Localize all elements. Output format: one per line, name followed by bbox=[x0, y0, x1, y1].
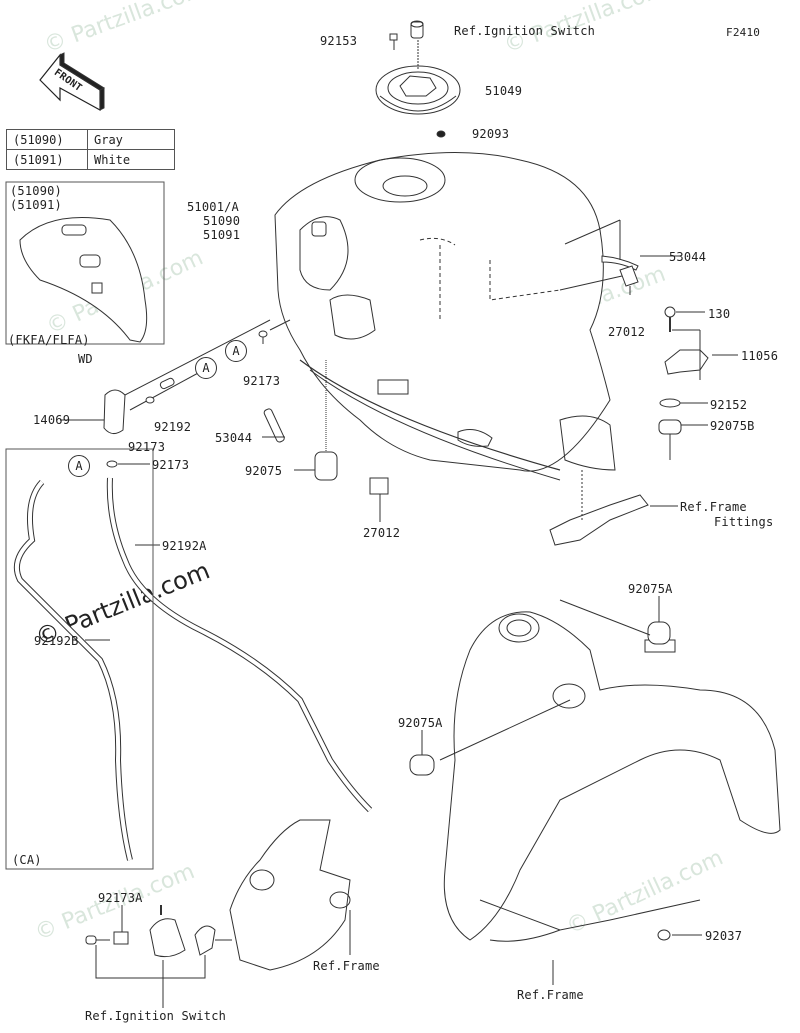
callout-ref-frame-mid[interactable]: Ref.Frame bbox=[313, 959, 380, 973]
callout-92173-top[interactable]: 92173 bbox=[243, 374, 281, 388]
callout-51090[interactable]: 51090 bbox=[203, 214, 241, 228]
connector-marker-a: A bbox=[68, 455, 90, 477]
callout-92173a[interactable]: 92173A bbox=[98, 891, 143, 905]
color-cell: Gray bbox=[87, 129, 175, 150]
callout-92075[interactable]: 92075 bbox=[245, 464, 283, 478]
callout-92075a-left[interactable]: 92075A bbox=[398, 716, 443, 730]
inset-ca-frame bbox=[5, 448, 154, 870]
frame-artwork bbox=[443, 611, 781, 942]
inset-wd-part-2: (51091) bbox=[10, 198, 62, 212]
fuel-tank-51001 bbox=[274, 152, 616, 481]
callout-ref-ignition-switch-top[interactable]: Ref.Ignition Switch bbox=[454, 24, 596, 38]
callout-ref-frame-fittings-1[interactable]: Ref.Frame bbox=[680, 500, 747, 514]
callout-53044-left[interactable]: 53044 bbox=[215, 431, 253, 445]
callout-130[interactable]: 130 bbox=[708, 307, 731, 321]
callout-92152[interactable]: 92152 bbox=[710, 398, 748, 412]
connector-marker-a: A bbox=[225, 340, 247, 362]
inset-ca-caption: (CA) bbox=[12, 853, 42, 867]
callout-ref-ignition-switch-bottom[interactable]: Ref.Ignition Switch bbox=[85, 1009, 227, 1023]
front-arrow-icon bbox=[39, 52, 106, 112]
callout-51049[interactable]: 51049 bbox=[485, 84, 523, 98]
callout-92075b[interactable]: 92075B bbox=[710, 419, 755, 433]
inset-wd-models: (FKFA/FLFA) bbox=[8, 333, 90, 347]
callout-92153[interactable]: 92153 bbox=[320, 34, 358, 48]
color-cell: White bbox=[87, 149, 175, 170]
callout-11056[interactable]: 11056 bbox=[741, 349, 779, 363]
part-number-cell: (51090) bbox=[6, 129, 88, 150]
callout-51001a[interactable]: 51001/A bbox=[187, 200, 239, 214]
callout-51091[interactable]: 51091 bbox=[203, 228, 241, 242]
callout-27012-right[interactable]: 27012 bbox=[608, 325, 646, 339]
callout-92192b[interactable]: 92192B bbox=[34, 634, 79, 648]
connector-marker-a: A bbox=[195, 357, 217, 379]
inset-wd-part-1: (51090) bbox=[10, 184, 62, 198]
inset-wd-caption: WD bbox=[78, 352, 93, 366]
callout-92173-low[interactable]: 92173 bbox=[152, 458, 190, 472]
callout-27012-bottom[interactable]: 27012 bbox=[363, 526, 401, 540]
callout-92075a-right[interactable]: 92075A bbox=[628, 582, 673, 596]
callout-92037[interactable]: 92037 bbox=[705, 929, 743, 943]
inset-wd-frame bbox=[5, 181, 165, 345]
figure-code: F2410 bbox=[726, 26, 761, 39]
callout-92192a[interactable]: 92192A bbox=[162, 539, 207, 553]
callout-92173-mid[interactable]: 92173 bbox=[128, 440, 166, 454]
part-number-cell: (51091) bbox=[6, 149, 88, 170]
callout-ref-frame-bottom[interactable]: Ref.Frame bbox=[517, 988, 584, 1002]
callout-53044-right[interactable]: 53044 bbox=[669, 250, 707, 264]
table-row: (51090) Gray bbox=[6, 129, 175, 150]
callout-14069[interactable]: 14069 bbox=[33, 413, 71, 427]
callout-92192[interactable]: 92192 bbox=[154, 420, 192, 434]
color-variant-table: (51090) Gray (51091) White bbox=[6, 129, 175, 170]
callout-ref-frame-fittings-2[interactable]: Fittings bbox=[714, 515, 774, 529]
table-row: (51091) White bbox=[6, 149, 175, 170]
callout-92093[interactable]: 92093 bbox=[472, 127, 510, 141]
fuel-cap-51049 bbox=[375, 20, 461, 138]
